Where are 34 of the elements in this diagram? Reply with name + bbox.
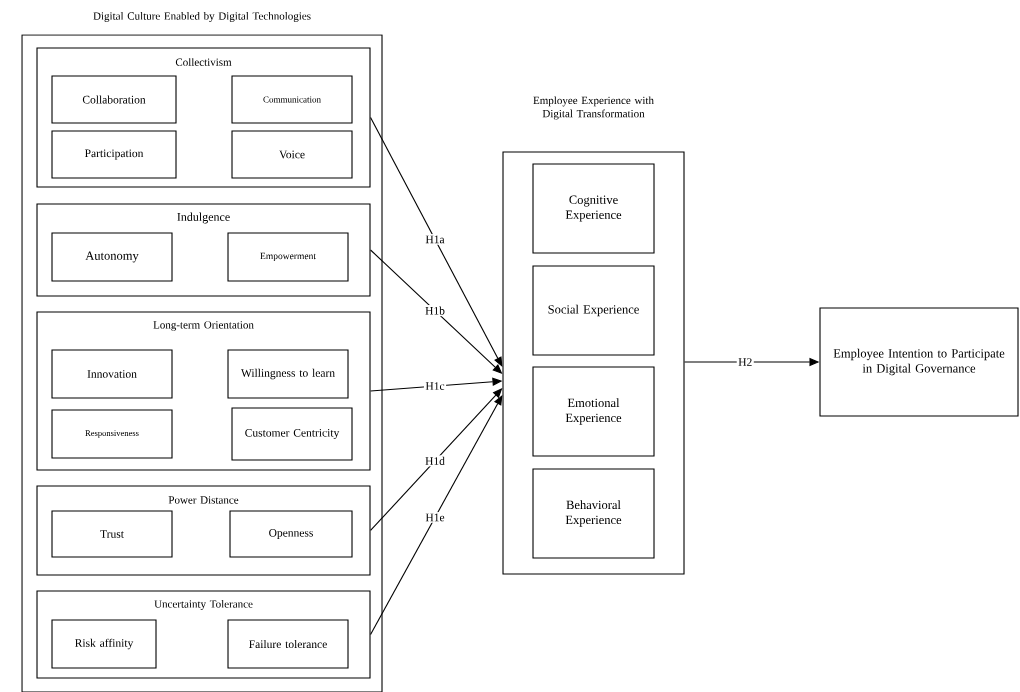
concept-box: Participation [51,130,177,179]
concept-box: Responsiveness [51,409,173,459]
concept-box: Collaboration [51,75,177,124]
concept-box: Customer Centricity [231,407,353,461]
group-heading: Power Distance [168,496,239,504]
edge-label: H1a [423,234,447,245]
concept-box: Emotional Experience [532,366,655,457]
group-heading: Employee Experience with Digital Transformation [533,96,654,120]
concept-box: Communication [231,75,353,124]
edge-label: H1d [423,455,447,467]
concept-box: Risk affinity [51,619,157,669]
concept-box: Openness [229,510,353,558]
concept-box: Trust [51,510,173,558]
edge-label: H2 [736,356,754,368]
concept-box: Behavioral Experience [532,468,655,559]
concept-box: Empowerment [227,232,349,282]
arrow [370,395,503,636]
concept-box: Employee Intention to Participate in Digital Governance [819,307,1019,417]
group-heading: Long-term Orientation [153,321,254,331]
concept-box: Innovation [51,349,173,399]
concept-box: Cognitive Experience [532,163,655,254]
group-heading: Uncertainty Tolerance [154,600,253,610]
group-heading: Indulgence [177,212,230,224]
concept-box: Failure tolerance [227,619,349,669]
edge-label: H1b [423,305,447,317]
concept-box: Autonomy [51,232,173,282]
edge-label: H1e [423,512,447,523]
edge-label: H1c [423,380,447,392]
group-heading: Collectivism [175,58,232,66]
arrow [370,116,503,367]
concept-box: Voice [231,130,353,179]
concept-box: Willingness to learn [227,349,349,399]
concept-box: Social Experience [532,265,655,356]
group-heading: Digital Culture Enabled by Digital Technologies [93,12,311,22]
